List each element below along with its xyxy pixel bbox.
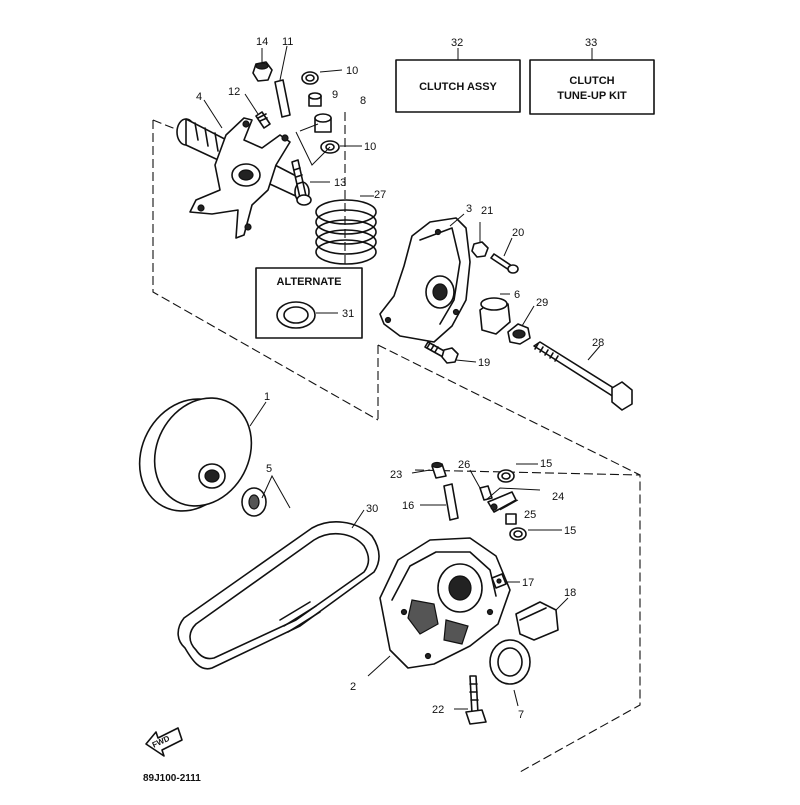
- fixed-sheave-spider-part-4: [176, 117, 310, 239]
- nut-part-21: [471, 241, 489, 258]
- alternate-washer-part-31: [276, 301, 316, 329]
- callout-25: 25: [524, 509, 536, 521]
- fwd-arrow: FWD: [145, 727, 183, 757]
- alternate-label: ALTERNATE: [277, 276, 342, 288]
- callout-14: 14: [256, 36, 268, 48]
- washer-part-15b: [509, 527, 527, 541]
- bushing-part-7: [489, 639, 531, 685]
- tune-up-kit-label-line2: TUNE-UP KIT: [557, 90, 627, 102]
- bushing-part-5: [241, 487, 267, 517]
- callout-21: 21: [481, 205, 493, 217]
- callout-33: 33: [585, 37, 597, 49]
- leader-lines: [203, 45, 601, 710]
- callout-15a: 15: [540, 458, 552, 470]
- callout-27: 27: [374, 189, 386, 201]
- cam-housing-part-2: [379, 537, 511, 669]
- pin-part-11: [274, 79, 291, 118]
- screw-part-20: [490, 253, 519, 274]
- callout-26: 26: [458, 459, 470, 471]
- tune-up-kit-label-line1: CLUTCH: [569, 75, 614, 87]
- callout-numbers: 14 11 12 4 10 9 8 10 13 27 3 21 20 6 29 …: [196, 36, 604, 721]
- callout-5: 5: [266, 463, 272, 475]
- collar-part-29: [507, 323, 531, 345]
- callout-24: 24: [552, 491, 564, 503]
- long-bolt-part-28: [533, 341, 633, 411]
- bushing-part-6: [479, 297, 511, 335]
- callout-17: 17: [522, 577, 534, 589]
- clutch-assy-label: CLUTCH ASSY: [419, 81, 497, 93]
- callout-22: 22: [432, 704, 444, 716]
- nut-part-14: [252, 61, 273, 82]
- bolt-part-22: [465, 675, 487, 725]
- drive-belt-part-30: [177, 521, 380, 670]
- callout-30: 30: [366, 503, 378, 515]
- callout-6: 6: [514, 289, 520, 301]
- callout-3: 3: [466, 203, 472, 215]
- callout-7: 7: [518, 709, 524, 721]
- pin-part-16: [443, 483, 459, 521]
- setscrew-part-12: [255, 111, 271, 129]
- tune-up-kit-box: CLUTCH TUNE-UP KIT: [529, 59, 655, 115]
- movable-sheave-part-1: [138, 397, 253, 512]
- screw-part-17: [491, 573, 507, 589]
- callout-16: 16: [402, 500, 414, 512]
- clutch-cover-part-3: [379, 217, 471, 343]
- callout-15b: 15: [564, 525, 576, 537]
- pin-part-26: [479, 485, 493, 501]
- callout-13: 13: [334, 177, 346, 189]
- diagram-code: 89J100-2111: [143, 773, 201, 784]
- bolt-part-19: [424, 341, 459, 364]
- bolt-part-13: [291, 159, 312, 206]
- lever-part-24: [487, 491, 517, 513]
- washer-part-10a: [301, 71, 319, 85]
- callout-12: 12: [228, 86, 240, 98]
- callout-9: 9: [332, 89, 338, 101]
- bushing-part-8: [314, 113, 332, 133]
- clutch-assy-box: CLUTCH ASSY: [395, 59, 521, 113]
- washer-part-15a: [497, 469, 515, 483]
- callout-10a: 10: [346, 65, 358, 77]
- roller-part-25: [505, 513, 517, 525]
- setscrew-part-23: [431, 461, 447, 479]
- callout-20: 20: [512, 227, 524, 239]
- callout-28: 28: [592, 337, 604, 349]
- alternate-box: ALTERNATE: [255, 267, 363, 339]
- roller-part-9: [308, 92, 322, 107]
- callout-19: 19: [478, 357, 490, 369]
- callout-32: 32: [451, 37, 463, 49]
- callout-4: 4: [196, 91, 202, 103]
- assembly-frame-lines: [152, 112, 641, 773]
- spring-part-27: [315, 199, 377, 265]
- slider-part-18: [515, 601, 559, 641]
- callout-2: 2: [350, 681, 356, 693]
- callout-18: 18: [564, 587, 576, 599]
- callout-29: 29: [536, 297, 548, 309]
- callout-10b: 10: [364, 141, 376, 153]
- callout-31: 31: [342, 308, 354, 320]
- callout-23: 23: [390, 469, 402, 481]
- callout-8: 8: [360, 95, 366, 107]
- callout-1: 1: [264, 391, 270, 403]
- callout-11: 11: [282, 36, 293, 48]
